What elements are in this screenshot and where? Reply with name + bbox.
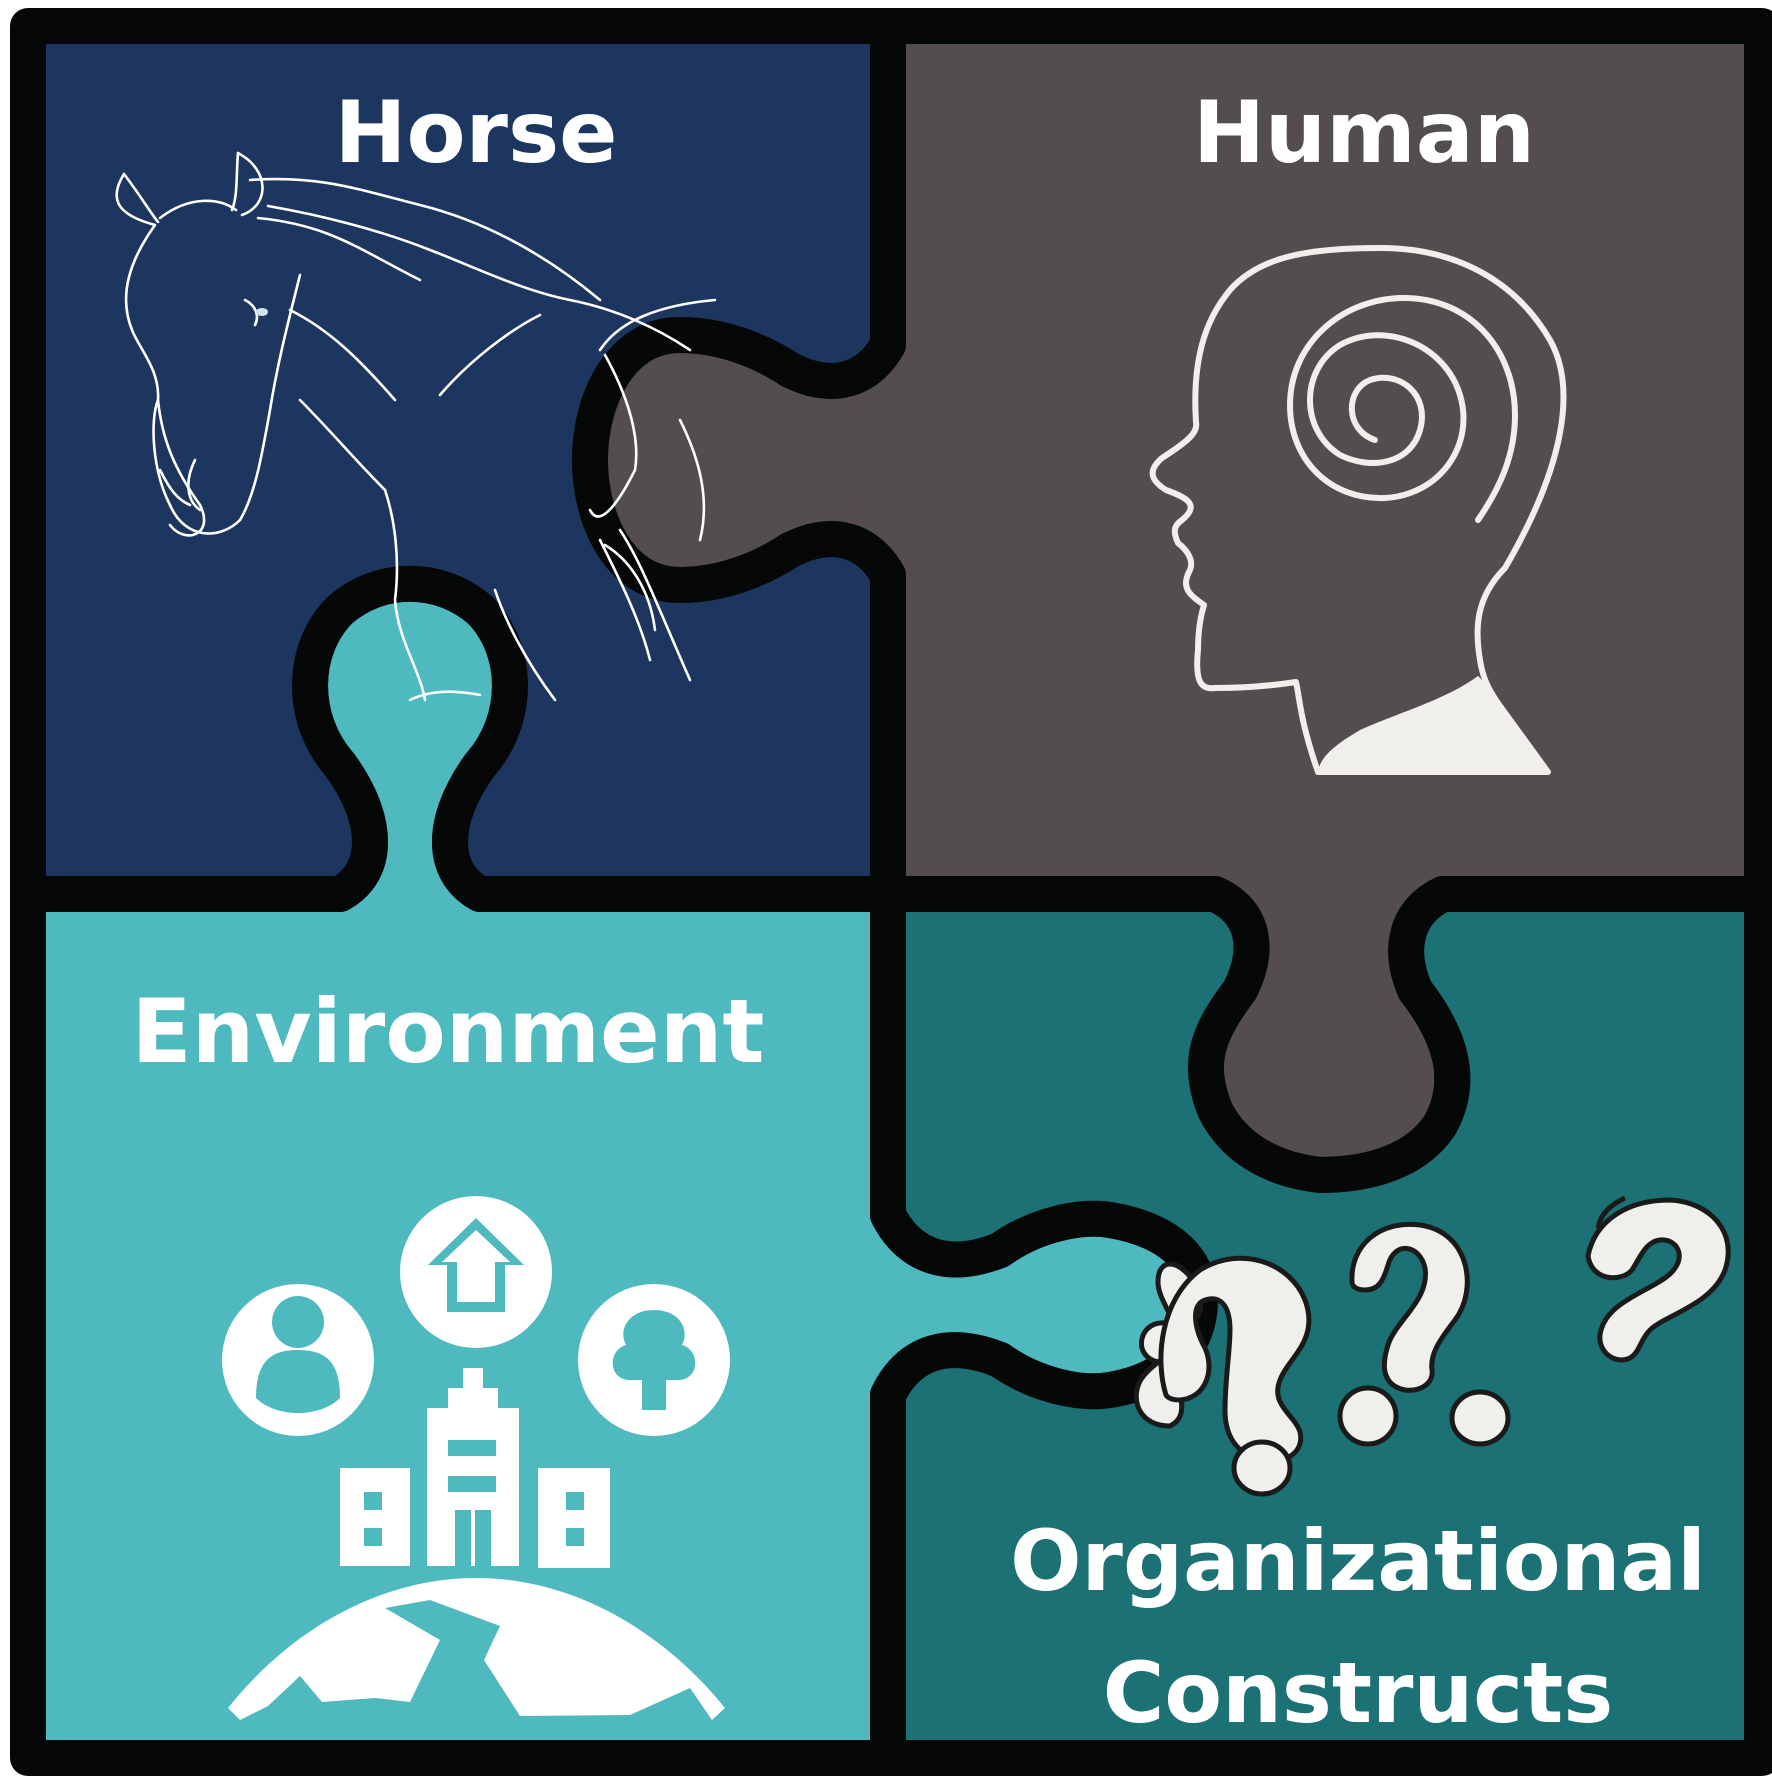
city-globe-icon	[222, 1196, 730, 1720]
label-organizational-line2: Constructs	[1103, 1644, 1613, 1742]
right-building	[538, 1468, 610, 1568]
horse-eye	[256, 308, 268, 316]
piece-organizational	[870, 876, 1772, 1776]
building-spire	[463, 1368, 483, 1390]
question-marks-icon	[1133, 1195, 1731, 1497]
horse-head-line-art	[115, 151, 717, 702]
label-horse: Horse	[335, 83, 618, 183]
globe-icon	[228, 1578, 725, 1720]
left-building	[340, 1468, 410, 1566]
head-spiral-icon	[1149, 245, 1567, 775]
label-human: Human	[1193, 83, 1535, 183]
label-environment: Environment	[132, 980, 765, 1083]
label-organizational-line1: Organizational	[1010, 1512, 1706, 1610]
